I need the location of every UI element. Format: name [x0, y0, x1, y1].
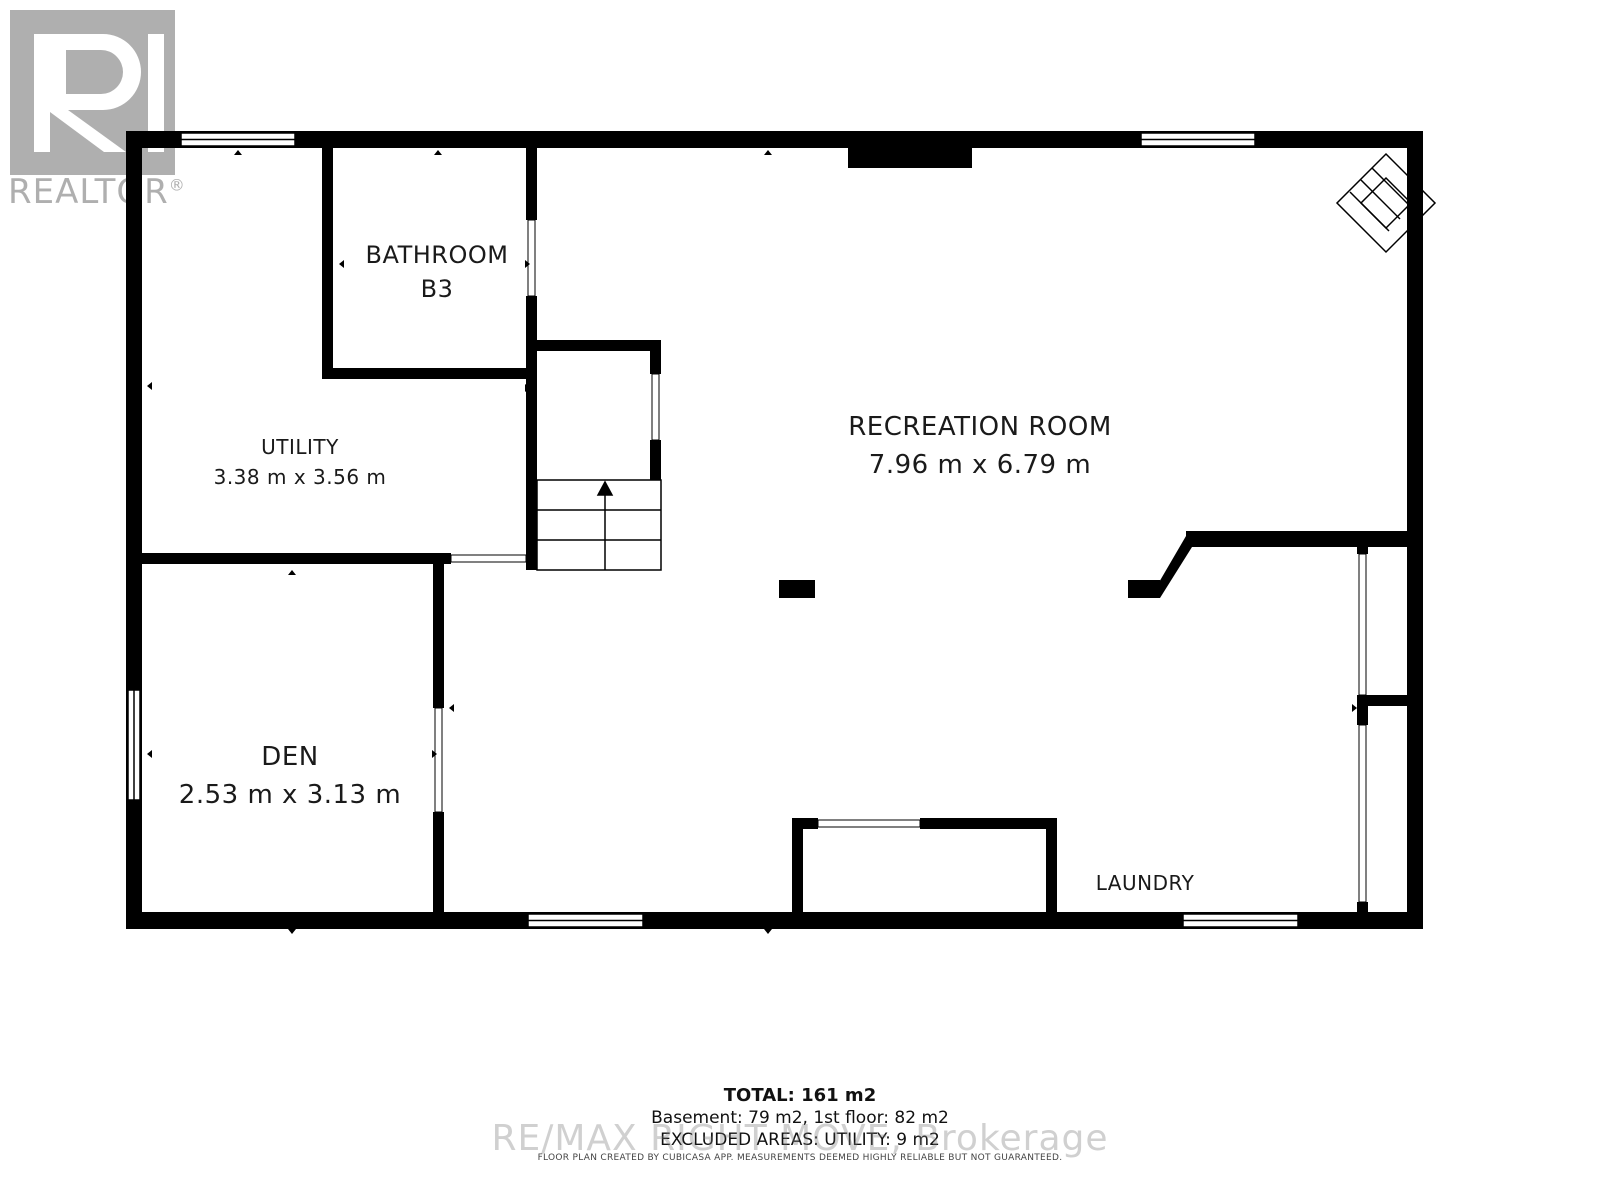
disclaimer: FLOOR PLAN CREATED BY CUBICASA APP. MEAS… — [537, 1153, 1063, 1163]
room-dims: 3.38 m x 3.56 m — [213, 465, 387, 489]
room-name: RECREATION ROOM — [848, 412, 1112, 442]
room-utility: UTILITY 3.38 m x 3.56 m — [180, 432, 420, 492]
room-sub: B3 — [420, 275, 454, 303]
room-name: BATHROOM — [365, 241, 509, 269]
realtor-logo-icon — [10, 10, 175, 175]
total-area: TOTAL: 161 m2 — [723, 1085, 877, 1106]
excluded-areas: EXCLUDED AREAS: UTILITY: 9 m2 — [660, 1130, 940, 1150]
measure-ticks — [147, 150, 1357, 934]
room-laundry: LAUNDRY — [1070, 868, 1220, 898]
area-breakdown: Basement: 79 m2, 1st floor: 82 m2 — [651, 1108, 949, 1128]
interior-walls — [126, 146, 1423, 922]
windows — [127, 132, 1299, 928]
outer-walls — [126, 131, 1423, 929]
room-name: LAUNDRY — [1095, 871, 1195, 895]
room-name: DEN — [261, 742, 319, 772]
room-recreation: RECREATION ROOM 7.96 m x 6.79 m — [830, 408, 1130, 484]
stairs — [536, 479, 662, 571]
area-summary: TOTAL: 161 m2 Basement: 79 m2, 1st floor… — [0, 1085, 1600, 1165]
room-dims: 7.96 m x 6.79 m — [868, 450, 1092, 480]
room-bathroom: BATHROOM B3 — [352, 238, 522, 306]
door-openings — [434, 219, 1367, 903]
fireplace-icon — [1335, 152, 1437, 254]
room-den: DEN 2.53 m x 3.13 m — [160, 738, 420, 814]
room-dims: 2.53 m x 3.13 m — [178, 780, 402, 810]
room-name: UTILITY — [261, 435, 339, 459]
